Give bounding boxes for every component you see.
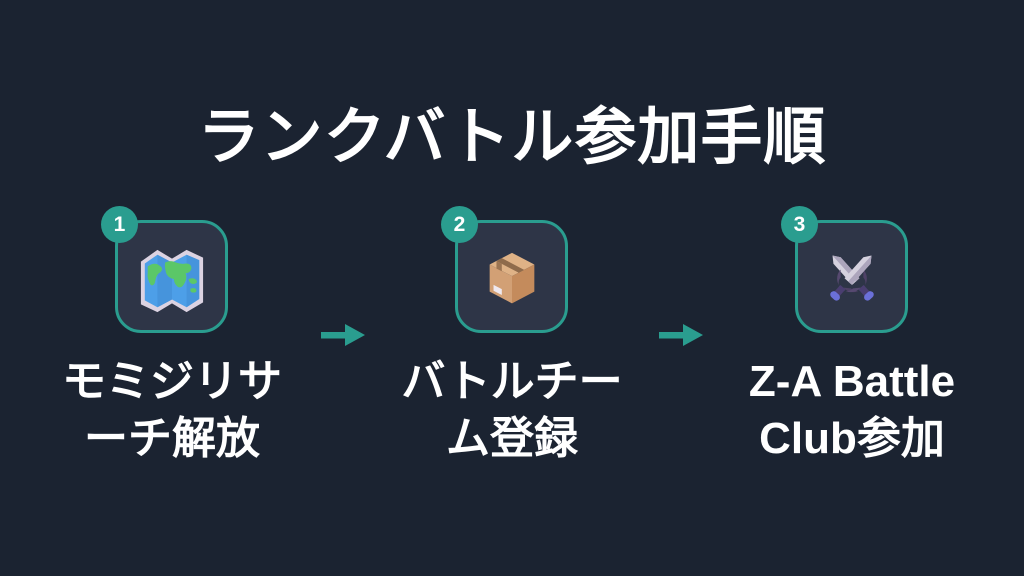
step-icon-card <box>115 220 228 333</box>
arrow-right-icon <box>659 324 703 346</box>
step-label-line: モミジリサ <box>62 357 282 406</box>
step-label-line: バトルチー <box>401 357 623 406</box>
step-number-badge: 3 <box>781 206 818 243</box>
step-icon-card <box>795 220 908 333</box>
world-map-icon <box>140 249 203 312</box>
crossed-swords-icon <box>829 254 874 301</box>
step-label-line: ム登録 <box>446 414 578 463</box>
package-box-icon <box>489 252 534 303</box>
step-label: Z-A Battle Club参加 <box>682 353 1022 467</box>
step-number: 3 <box>793 212 806 236</box>
step-icon-card <box>455 220 568 333</box>
step-number: 2 <box>453 212 466 236</box>
step-label-line: Z-A Battle <box>748 357 956 406</box>
step-number: 1 <box>113 212 126 236</box>
step-number-badge: 2 <box>441 206 478 243</box>
step-number-badge: 1 <box>101 206 138 243</box>
step-label-line: Club参加 <box>759 414 945 463</box>
arrow-right-icon <box>321 324 365 346</box>
page-title: ランクバトル参加手順 <box>197 103 827 172</box>
step-label-line: ーチ解放 <box>84 414 260 463</box>
step-label: バトルチー ム登録 <box>342 353 682 467</box>
step-label: モミジリサ ーチ解放 <box>2 353 342 467</box>
